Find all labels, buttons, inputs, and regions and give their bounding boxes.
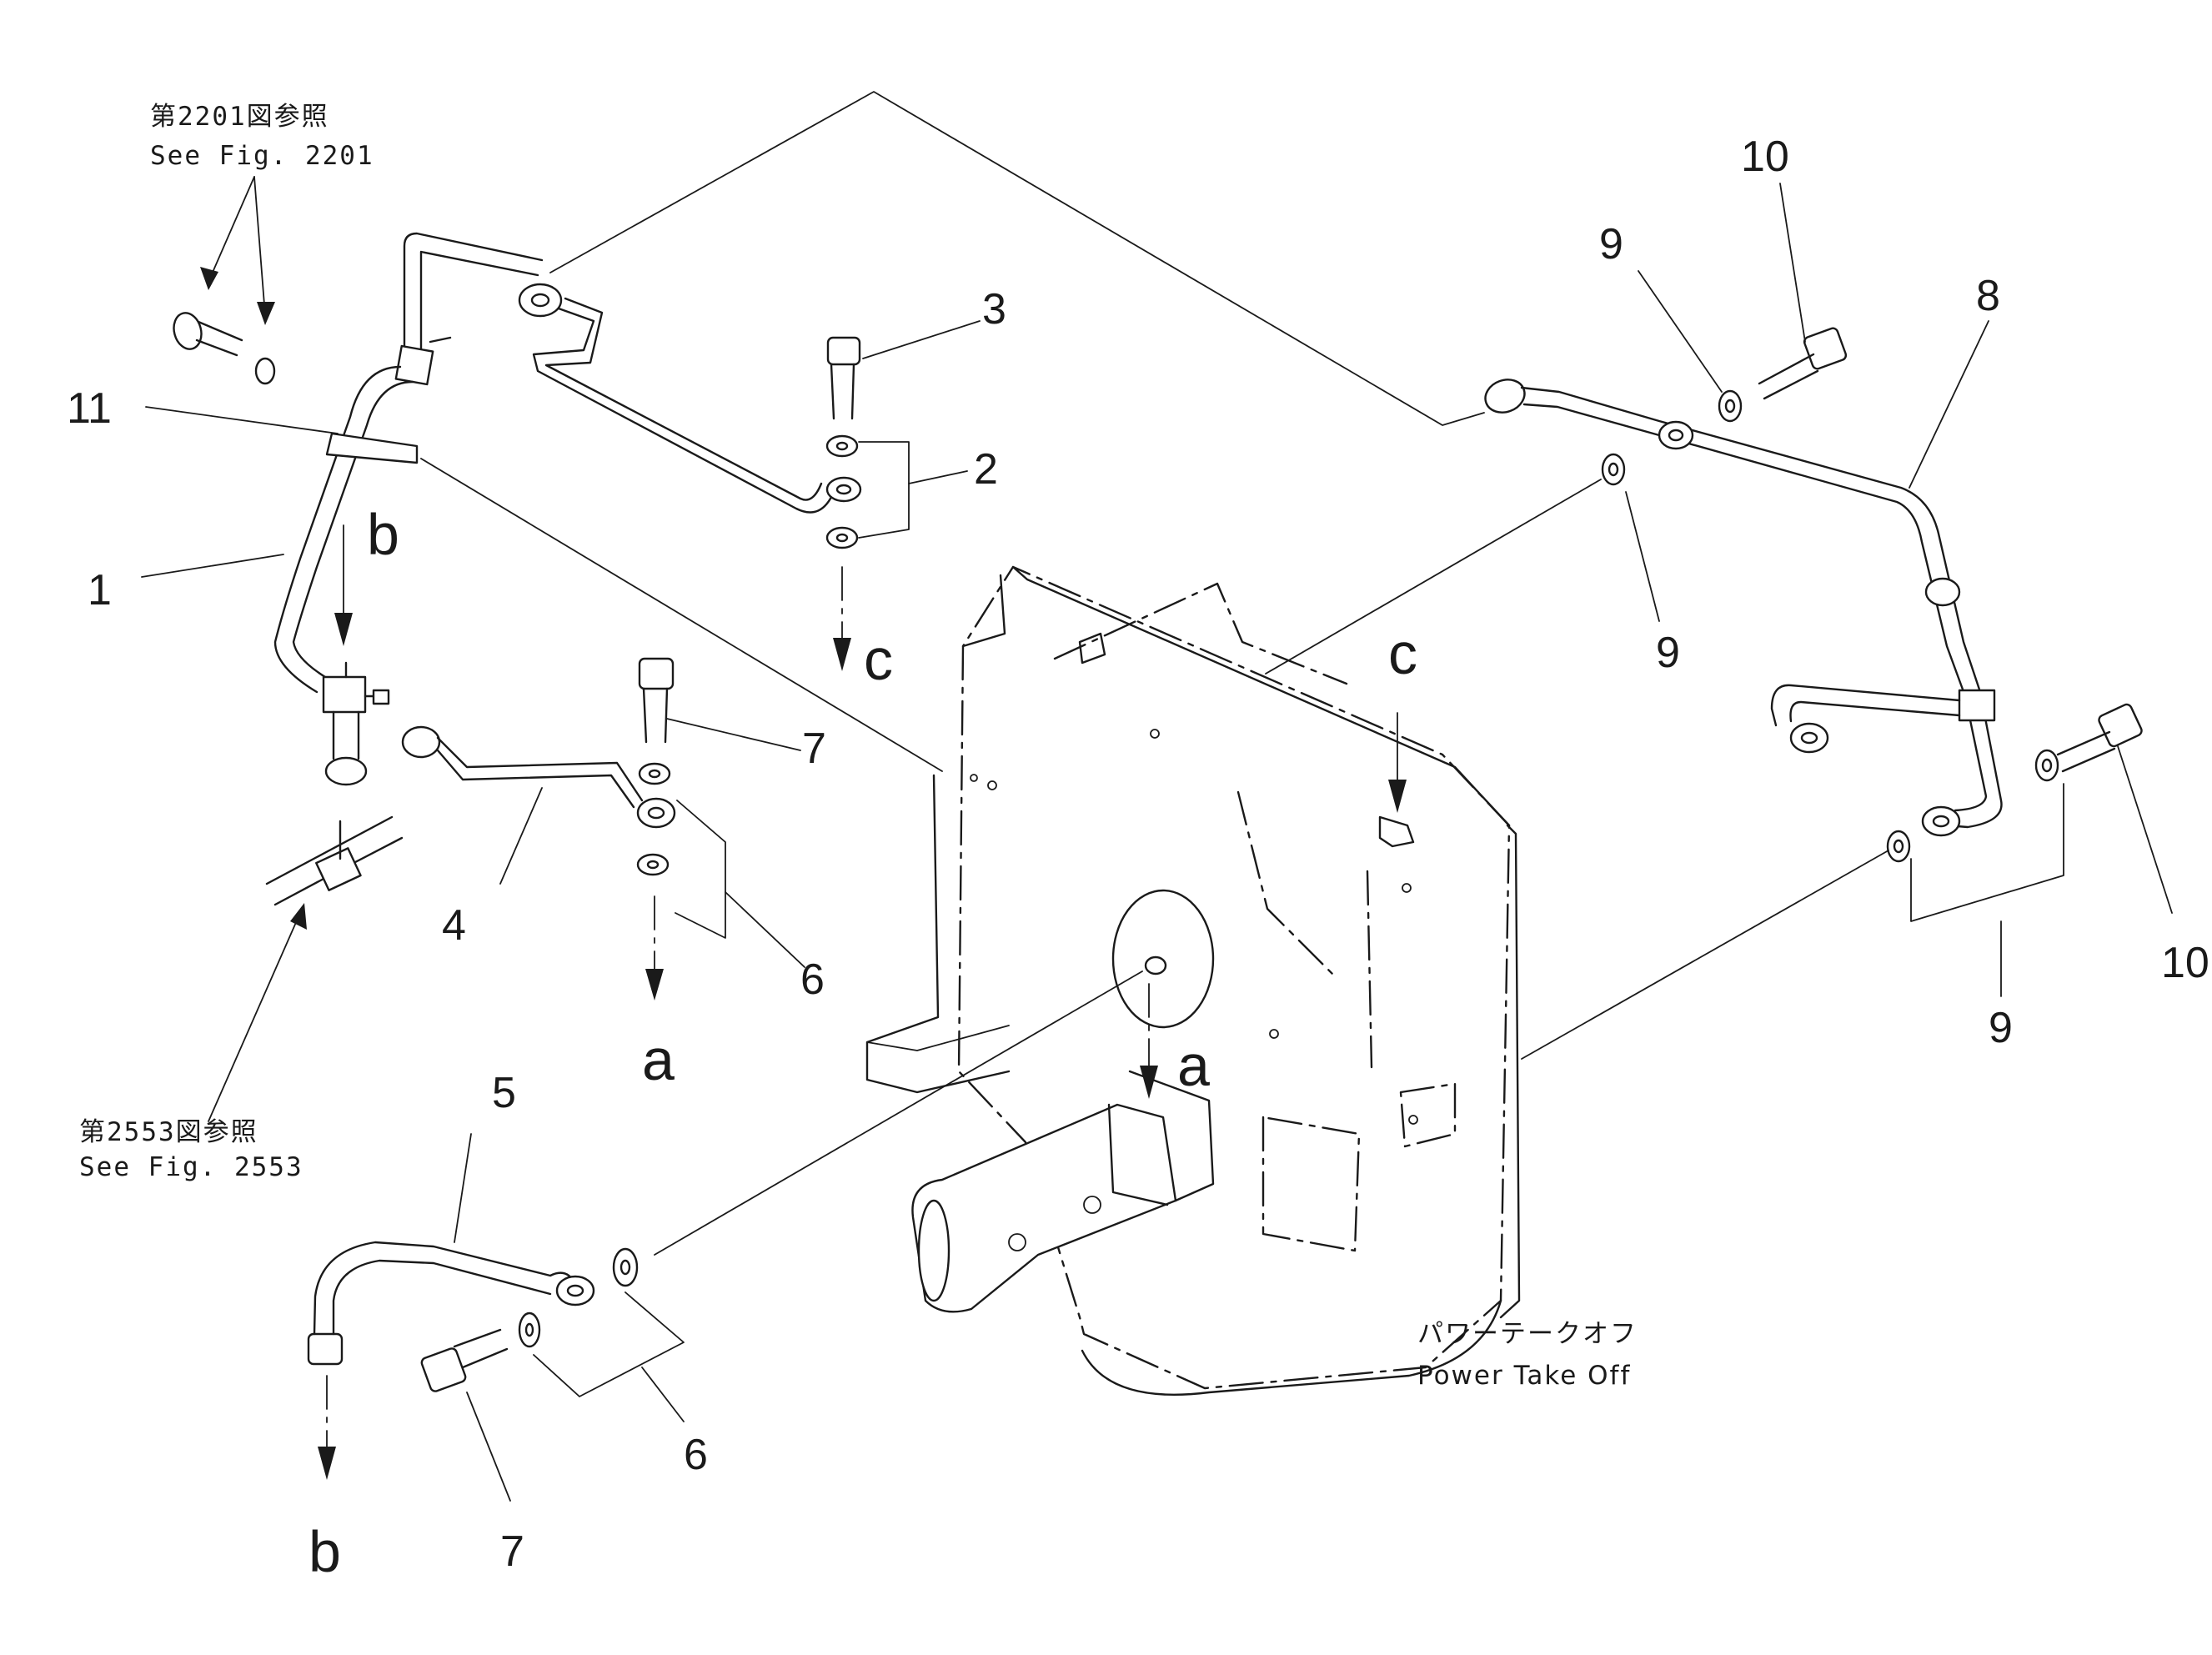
bolt-7-upper: [638, 657, 675, 744]
bolt-3: [826, 336, 861, 420]
arrow-a-left: [645, 895, 664, 1001]
power-take-off-housing: [865, 565, 1521, 1396]
arrow-c-housing: [1388, 712, 1407, 813]
callout-5: 5: [492, 1069, 516, 1117]
arrow-a-housing: [1140, 983, 1158, 1099]
callout-9-mid: 9: [1656, 629, 1680, 677]
callout-7-upper: 7: [802, 725, 826, 773]
letter-c-left: c: [864, 627, 893, 692]
hose-fitting-2553: [265, 815, 404, 906]
washers-6-upper: [636, 762, 726, 939]
callout-6-upper: 6: [800, 955, 825, 1004]
pto-label-en: Power Take Off: [1417, 1361, 1631, 1391]
bolt-7-lower: [420, 1328, 509, 1392]
callout-9-lower: 9: [1989, 1004, 2013, 1052]
callout-10-upper: 10: [1741, 133, 1789, 181]
letter-b-upper: b: [367, 502, 399, 567]
callout-4: 4: [442, 901, 466, 950]
leader-lines: [141, 91, 2173, 1502]
pipe-8: [1484, 379, 2003, 837]
pipe-4: [401, 725, 676, 829]
callout-1: 1: [88, 566, 112, 614]
bolt-top-left: [173, 312, 276, 385]
callout-8: 8: [1976, 272, 2000, 320]
callout-10-lower: 10: [2161, 939, 2209, 987]
ref-arrow-bottom: [208, 903, 307, 1122]
callout-3: 3: [982, 285, 1006, 334]
arrow-b-upper: [334, 524, 353, 646]
bolt-10-upper: [1758, 327, 1848, 400]
washers-2: [825, 434, 910, 549]
ref-label-2201-jp: 第2201図参照: [150, 102, 329, 132]
pipe-5: [307, 1241, 595, 1366]
letter-a-left: a: [642, 1027, 675, 1092]
letter-b-lower: b: [308, 1519, 341, 1584]
letter-a-housing: a: [1177, 1033, 1210, 1098]
pto-label-jp: パワーテークオフ: [1417, 1319, 1638, 1349]
bolt-10-lower: [2056, 703, 2143, 773]
ref-arrows-top: [200, 176, 275, 325]
washers-6-lower: [518, 1247, 685, 1397]
callout-7-lower: 7: [500, 1527, 524, 1576]
arrow-b-lower: [318, 1375, 336, 1480]
washers-9: [1601, 389, 2064, 922]
pipe-1: [273, 232, 544, 694]
callout-11: 11: [67, 384, 112, 433]
tee-fitting: [322, 661, 390, 786]
ref-label-2553-jp: 第2553図参照: [79, 1117, 258, 1147]
pipe-2: [518, 283, 862, 514]
callout-6-lower: 6: [684, 1431, 708, 1479]
ref-label-2201-en: See Fig. 2201: [150, 141, 374, 171]
arrow-c-left: [833, 566, 851, 671]
callout-9-upper: 9: [1599, 220, 1623, 268]
ref-label-2553-en: See Fig. 2553: [79, 1152, 303, 1182]
callout-2: 2: [974, 445, 998, 494]
letter-c-housing: c: [1388, 621, 1417, 686]
